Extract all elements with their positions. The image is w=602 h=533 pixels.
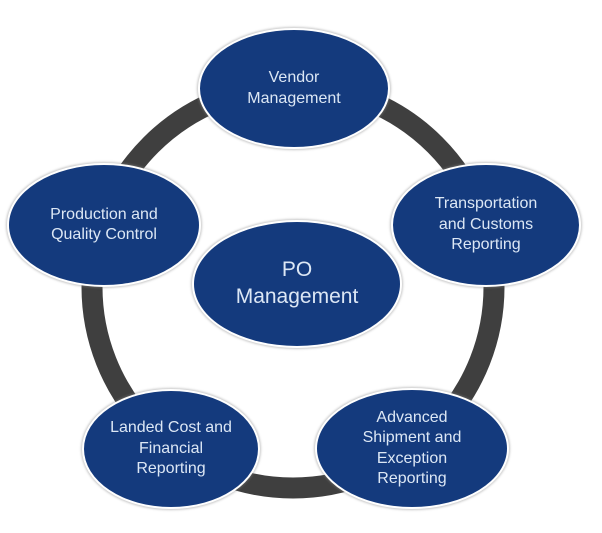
node-label-line: Quality Control [51,226,157,243]
node-label-line: Reporting [377,469,447,487]
node-label-line: PO [281,258,313,282]
node-label-line: Reporting [451,236,521,254]
node-landed-cost-financial-reporting: Landed Cost and Financial Reporting [82,389,260,509]
node-label-line: Shipment and [362,429,462,447]
node-label: Vendor Management [247,68,340,109]
node-production-quality-control: Production and Quality Control [7,163,201,287]
node-label: Production and Quality Control [50,205,158,246]
node-advanced-shipment-exception-reporting: Advanced Shipment and Exception Reportin… [315,388,509,509]
node-label-line: Vendor [268,69,320,87]
node-label-line: Management [235,285,359,308]
node-label: Transportation and Customs Reporting [435,194,538,255]
node-label: Advanced Shipment and Exception Reportin… [363,408,462,490]
node-label-line: Advanced [376,408,448,426]
node-label-line: Transportation [434,195,538,213]
node-label-line: Reporting [136,460,206,478]
node-label-line: Financial [138,439,204,457]
node-transportation-customs-reporting: Transportation and Customs Reporting [391,163,581,287]
node-vendor-management: Vendor Management [198,28,390,149]
node-label-line: and Customs [438,215,534,233]
node-label-line: Management [247,89,341,107]
node-label-line: Production and [50,205,158,223]
node-po-management: PO Management [192,220,402,348]
node-label: PO Management [236,257,359,311]
node-label-line: Landed Cost and [110,419,232,437]
node-label-line: Exception [376,449,448,467]
node-label: Landed Cost and Financial Reporting [110,418,232,479]
